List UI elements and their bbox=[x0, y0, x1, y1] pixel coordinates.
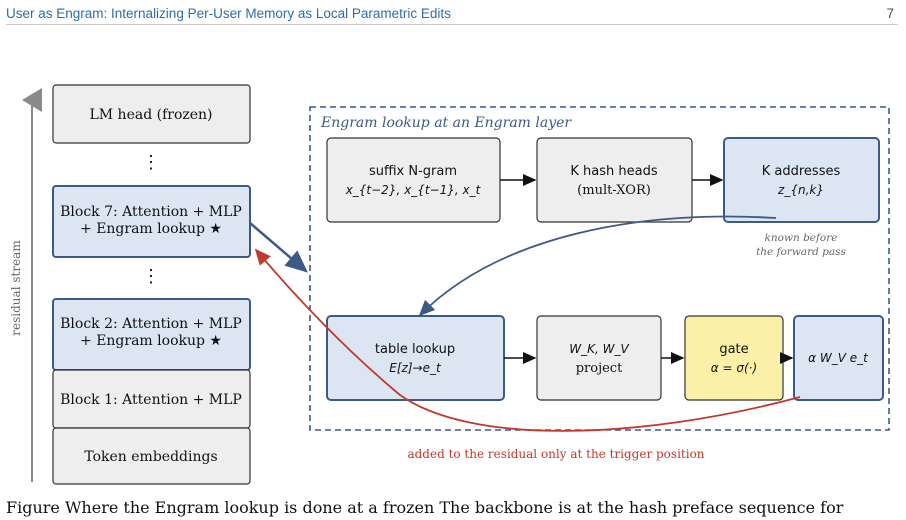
block-7-line2: + Engram lookup ★ bbox=[80, 221, 222, 237]
arrow-output-to-residual bbox=[254, 248, 801, 432]
figure-caption-fragment: Figure Where the Engram lookup is done a… bbox=[6, 498, 844, 517]
residual-axis-label: residual stream bbox=[9, 240, 23, 336]
block-2-line1: Block 2: Attention + MLP bbox=[60, 316, 242, 332]
lm-head-label: LM head (frozen) bbox=[89, 107, 212, 123]
table-lookup-label: table lookup bbox=[375, 342, 455, 357]
output-label: α W_V e_t bbox=[808, 351, 869, 365]
projection-label: project bbox=[576, 361, 623, 376]
gate-label: gate bbox=[719, 342, 748, 357]
addresses-symbol: z_{n,k} bbox=[777, 183, 824, 197]
suffix-ngram-box bbox=[326, 137, 501, 223]
gate-box bbox=[684, 315, 784, 401]
arrow-addresses-to-table bbox=[418, 215, 777, 317]
addresses-box bbox=[723, 137, 880, 223]
known-note-line2: the forward pass bbox=[756, 246, 846, 258]
suffix-ngram-tokens: x_{t−2}, x_{t−1}, x_t bbox=[345, 183, 482, 197]
hash-heads-box bbox=[536, 137, 693, 223]
token-embeddings-label: Token embeddings bbox=[84, 449, 217, 465]
lm-head-box bbox=[52, 84, 251, 144]
projection-symbols: W_K, W_V bbox=[569, 342, 629, 356]
known-note-line1: known before bbox=[765, 232, 838, 244]
running-header: User as Engram: Internalizing Per-User M… bbox=[6, 4, 898, 25]
addresses-label: K addresses bbox=[762, 164, 841, 179]
hash-heads-method: (mult-XOR) bbox=[577, 183, 651, 198]
ellipsis-middle: ⋮ bbox=[142, 266, 160, 287]
residual-add-note: added to the residual only at the trigge… bbox=[407, 447, 704, 461]
layer-stack: LM head (frozen) ⋮ Block 7: Attention + … bbox=[52, 84, 251, 485]
paper-title: User as Engram: Internalizing Per-User M… bbox=[6, 6, 451, 21]
table-lookup-box bbox=[326, 315, 505, 401]
output-box bbox=[793, 315, 884, 401]
suffix-ngram-label: suffix N-gram bbox=[369, 164, 457, 179]
block-7-box bbox=[52, 185, 251, 258]
table-lookup-formula: E[z]→e_t bbox=[389, 361, 442, 375]
hash-heads-label: K hash heads bbox=[570, 164, 657, 179]
block-7-line1: Block 7: Attention + MLP bbox=[60, 204, 242, 220]
page-number: 7 bbox=[886, 6, 894, 21]
gate-formula: α = σ(·) bbox=[711, 361, 757, 375]
lookup-panel-title: Engram lookup at an Engram layer bbox=[320, 115, 572, 131]
projection-box bbox=[536, 315, 662, 401]
block-1-label: Block 1: Attention + MLP bbox=[60, 392, 242, 408]
ellipsis-upper: ⋮ bbox=[142, 152, 160, 173]
token-embeddings-box bbox=[52, 427, 251, 485]
arrow-block7-to-panel bbox=[249, 222, 308, 273]
block-2-line2: + Engram lookup ★ bbox=[80, 333, 222, 349]
